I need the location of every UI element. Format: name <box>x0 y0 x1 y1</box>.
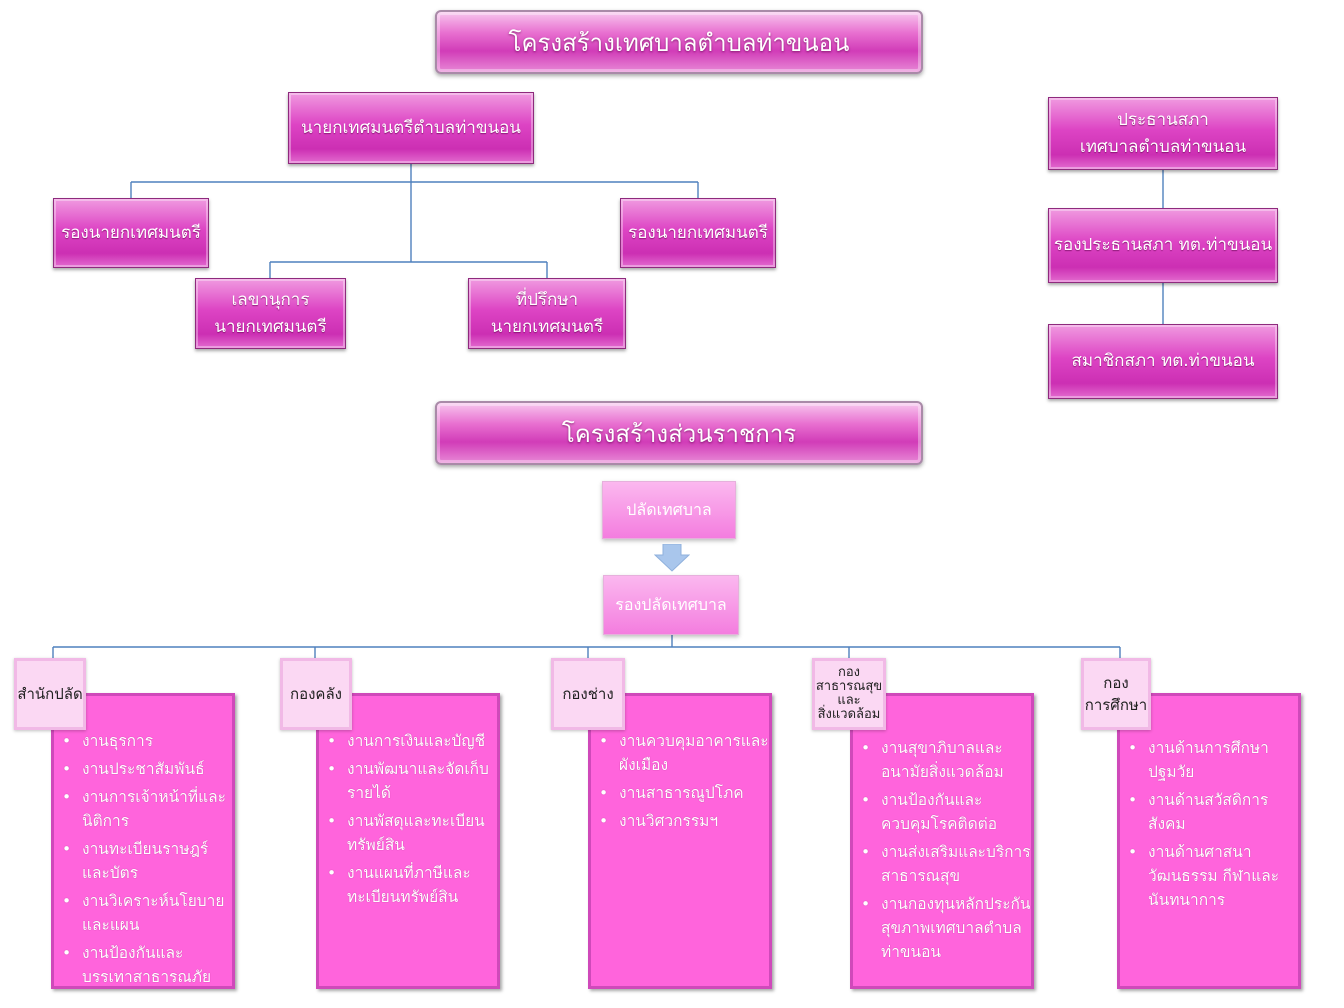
advisor-box: ที่ปรึกษา นายกเทศมนตรี <box>468 278 626 349</box>
task-item: งานส่งเสริมและบริการสาธารณสุข <box>861 840 1031 888</box>
sub-title-text: โครงสร้างส่วนราชการ <box>561 419 797 448</box>
task-item: งานธุรการ <box>62 729 232 753</box>
task-item: งานแผนที่ภาษีและทะเบียนทรัพย์สิน <box>327 861 497 909</box>
task-item: งานประชาสัมพันธ์ <box>62 757 232 781</box>
task-item: งานด้านสวัสดิการสังคม <box>1128 788 1298 836</box>
department-tab-finance: กองคลัง <box>280 658 352 730</box>
down-arrow-icon <box>653 543 691 572</box>
task-item: งานพัฒนาและจัดเก็บรายได้ <box>327 757 497 805</box>
department-panel-finance: งานการเงินและบัญชี งานพัฒนาและจัดเก็บราย… <box>316 693 500 989</box>
department-panel-engineering: งานควบคุมอาคารและผังเมือง งานสาธารณูปโภค… <box>588 693 772 989</box>
department-panel-education: งานด้านการศึกษาปฐมวัย งานด้านสวัสดิการสั… <box>1117 693 1301 989</box>
clerk-label: ปลัดเทศบาล <box>626 499 712 519</box>
council-vice-president-box: รองประธานสภา ทต.ท่าขนอน <box>1048 208 1278 283</box>
clerk-box: ปลัดเทศบาล <box>602 481 736 539</box>
department-panel-office: งานธุรการ งานประชาสัมพันธ์ งานการเจ้าหน้… <box>51 693 235 989</box>
deputy-mayor-right-box: รองนายกเทศมนตรี <box>620 198 776 268</box>
task-item: งานควบคุมอาคารและผังเมือง <box>599 729 769 777</box>
task-item: งานด้านการศึกษาปฐมวัย <box>1128 736 1298 784</box>
council-president-box: ประธานสภา เทศบาลตำบลท่าขนอน <box>1048 97 1278 170</box>
task-item: งานการเงินและบัญชี <box>327 729 497 753</box>
aide-bar <box>269 261 548 278</box>
task-item: งานด้านศาสนา วัฒนธรรม กีฬาและนันทนาการ <box>1128 840 1298 912</box>
department-bar <box>52 635 1121 658</box>
task-list: งานธุรการ งานประชาสัมพันธ์ งานการเจ้าหน้… <box>54 729 232 986</box>
council-member-box: สมาชิกสภา ทต.ท่าขนอน <box>1048 324 1278 399</box>
secretary-box: เลขานุการ นายกเทศมนตรี <box>195 278 346 349</box>
task-item: งานการเจ้าหน้าที่และนิติการ <box>62 785 232 833</box>
deputy-clerk-label: รองปลัดเทศบาล <box>615 594 727 614</box>
task-list: งานด้านการศึกษาปฐมวัย งานด้านสวัสดิการสั… <box>1120 736 1298 912</box>
sub-title: โครงสร้างส่วนราชการ <box>435 401 923 465</box>
task-item: งานสาธารณูปโภค <box>599 781 769 805</box>
deputy-bar <box>130 181 699 198</box>
task-item: งานสุขาภิบาลและอนามัยสิ่งแวดล้อม <box>861 736 1031 784</box>
department-tab-public-health: กอง สาธารณสุขและ สิ่งแวดล้อม <box>812 658 886 730</box>
department-tab-education: กอง การศึกษา <box>1081 658 1151 730</box>
task-item: งานพัสดุและทะเบียนทรัพย์สิน <box>327 809 497 857</box>
task-list: งานสุขาภิบาลและอนามัยสิ่งแวดล้อม งานป้อง… <box>853 736 1031 964</box>
task-item: งานป้องกันและควบคุมโรคติดต่อ <box>861 788 1031 836</box>
task-list: งานควบคุมอาคารและผังเมือง งานสาธารณูปโภค… <box>591 729 769 833</box>
mayor-box: นายกเทศมนตรีตำบลท่าขนอน <box>288 92 534 164</box>
deputy-clerk-box: รองปลัดเทศบาล <box>603 575 739 635</box>
task-list: งานการเงินและบัญชี งานพัฒนาและจัดเก็บราย… <box>319 729 497 909</box>
task-item: งานทะเบียนราษฎร์และบัตร <box>62 837 232 885</box>
main-title-text: โครงสร้างเทศบาลตำบลท่าขนอน <box>508 28 850 57</box>
department-tab-engineering: กองช่าง <box>551 658 625 730</box>
task-item: งานวิศวกรรมฯ <box>599 809 769 833</box>
task-item: งานวิเคราะห์นโยบายและแผน <box>62 889 232 937</box>
deputy-mayor-left-box: รองนายกเทศมนตรี <box>53 198 209 268</box>
task-item: งานกองทุนหลักประกันสุขภาพเทศบาลตำบลท่าขน… <box>861 892 1031 964</box>
main-title: โครงสร้างเทศบาลตำบลท่าขนอน <box>435 10 923 74</box>
department-tab-office: สำนักปลัด <box>14 658 86 730</box>
department-panel-public-health: งานสุขาภิบาลและอนามัยสิ่งแวดล้อม งานป้อง… <box>850 693 1034 989</box>
task-item: งานป้องกันและบรรเทาสาธารณภัย <box>62 941 232 986</box>
